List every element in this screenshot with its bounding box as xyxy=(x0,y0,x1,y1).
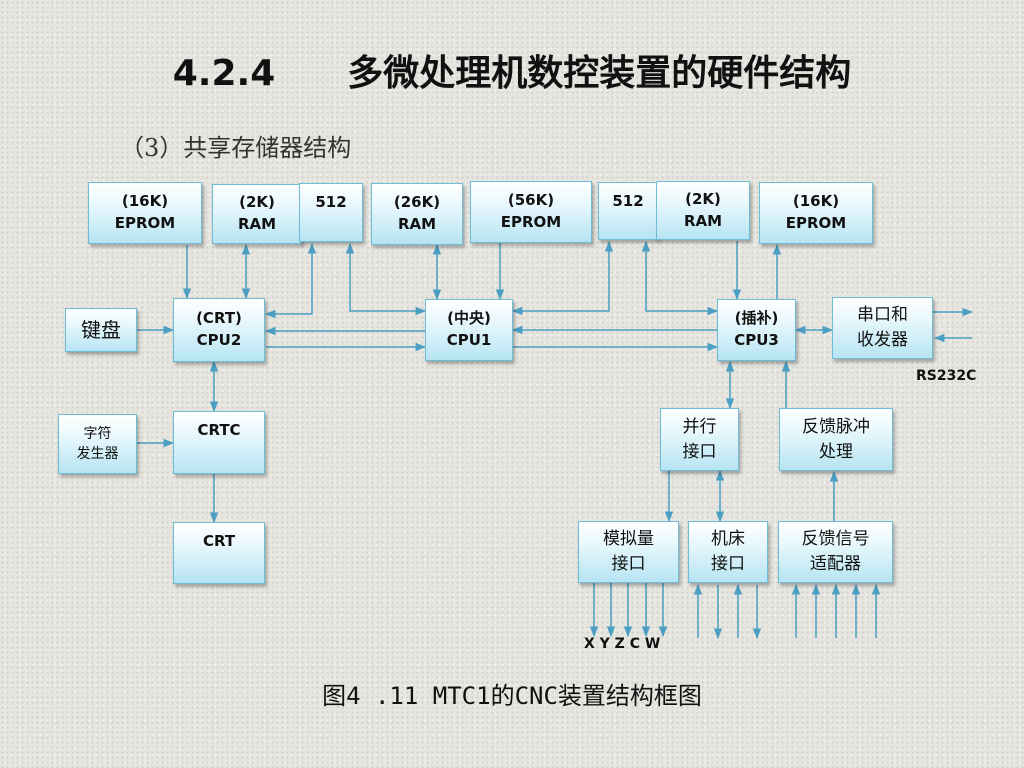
eprom-16k-left-block: (16K) EPROM xyxy=(88,182,202,244)
feedback-pulse-block: 反馈脉冲 处理 xyxy=(779,408,893,471)
section-subtitle: （3）共享存储器结构 xyxy=(120,134,352,162)
crtc-block: CRTC xyxy=(173,411,265,474)
ram-2k-right-block: (2K) RAM xyxy=(656,181,750,240)
mem-512-left-block: 512 xyxy=(299,183,363,242)
keyboard-block: 键盘 xyxy=(65,308,137,352)
link-cpu1-512right xyxy=(511,240,614,316)
ram-2k-left-block: (2K) RAM xyxy=(212,184,302,244)
link-512right-cpu3 xyxy=(641,240,719,316)
cpu1-central-block: (中央) CPU1 xyxy=(425,299,513,361)
serial-transceiver-block: 串口和 收发器 xyxy=(832,297,933,359)
link-512-cpu2 xyxy=(264,242,317,319)
rs232c-label: RS232C xyxy=(916,368,977,384)
ram-26k-block: (26K) RAM xyxy=(371,183,463,245)
crt-block: CRT xyxy=(173,522,265,584)
figure-caption: 图4 .11 MTC1的CNC装置结构框图 xyxy=(322,682,702,710)
analog-interface-block: 模拟量 接口 xyxy=(578,521,679,583)
axes-label: X Y Z C W xyxy=(584,636,661,652)
mem-512-right-block: 512 xyxy=(598,182,658,240)
eprom-56k-block: (56K) EPROM xyxy=(470,181,592,243)
character-generator-block: 字符 发生器 xyxy=(58,414,137,474)
feedback-adapter-block: 反馈信号 适配器 xyxy=(778,521,893,583)
link-512-cpu1 xyxy=(345,242,427,316)
machine-interface-block: 机床 接口 xyxy=(688,521,768,583)
cpu3-interpolation-block: (插补) CPU3 xyxy=(717,299,796,361)
parallel-interface-block: 并行 接口 xyxy=(660,408,739,471)
cpu2-crt-block: (CRT) CPU2 xyxy=(173,298,265,362)
page-title: 4.2.4 多微处理机数控装置的硬件结构 xyxy=(172,53,852,94)
eprom-16k-right-block: (16K) EPROM xyxy=(759,182,873,244)
